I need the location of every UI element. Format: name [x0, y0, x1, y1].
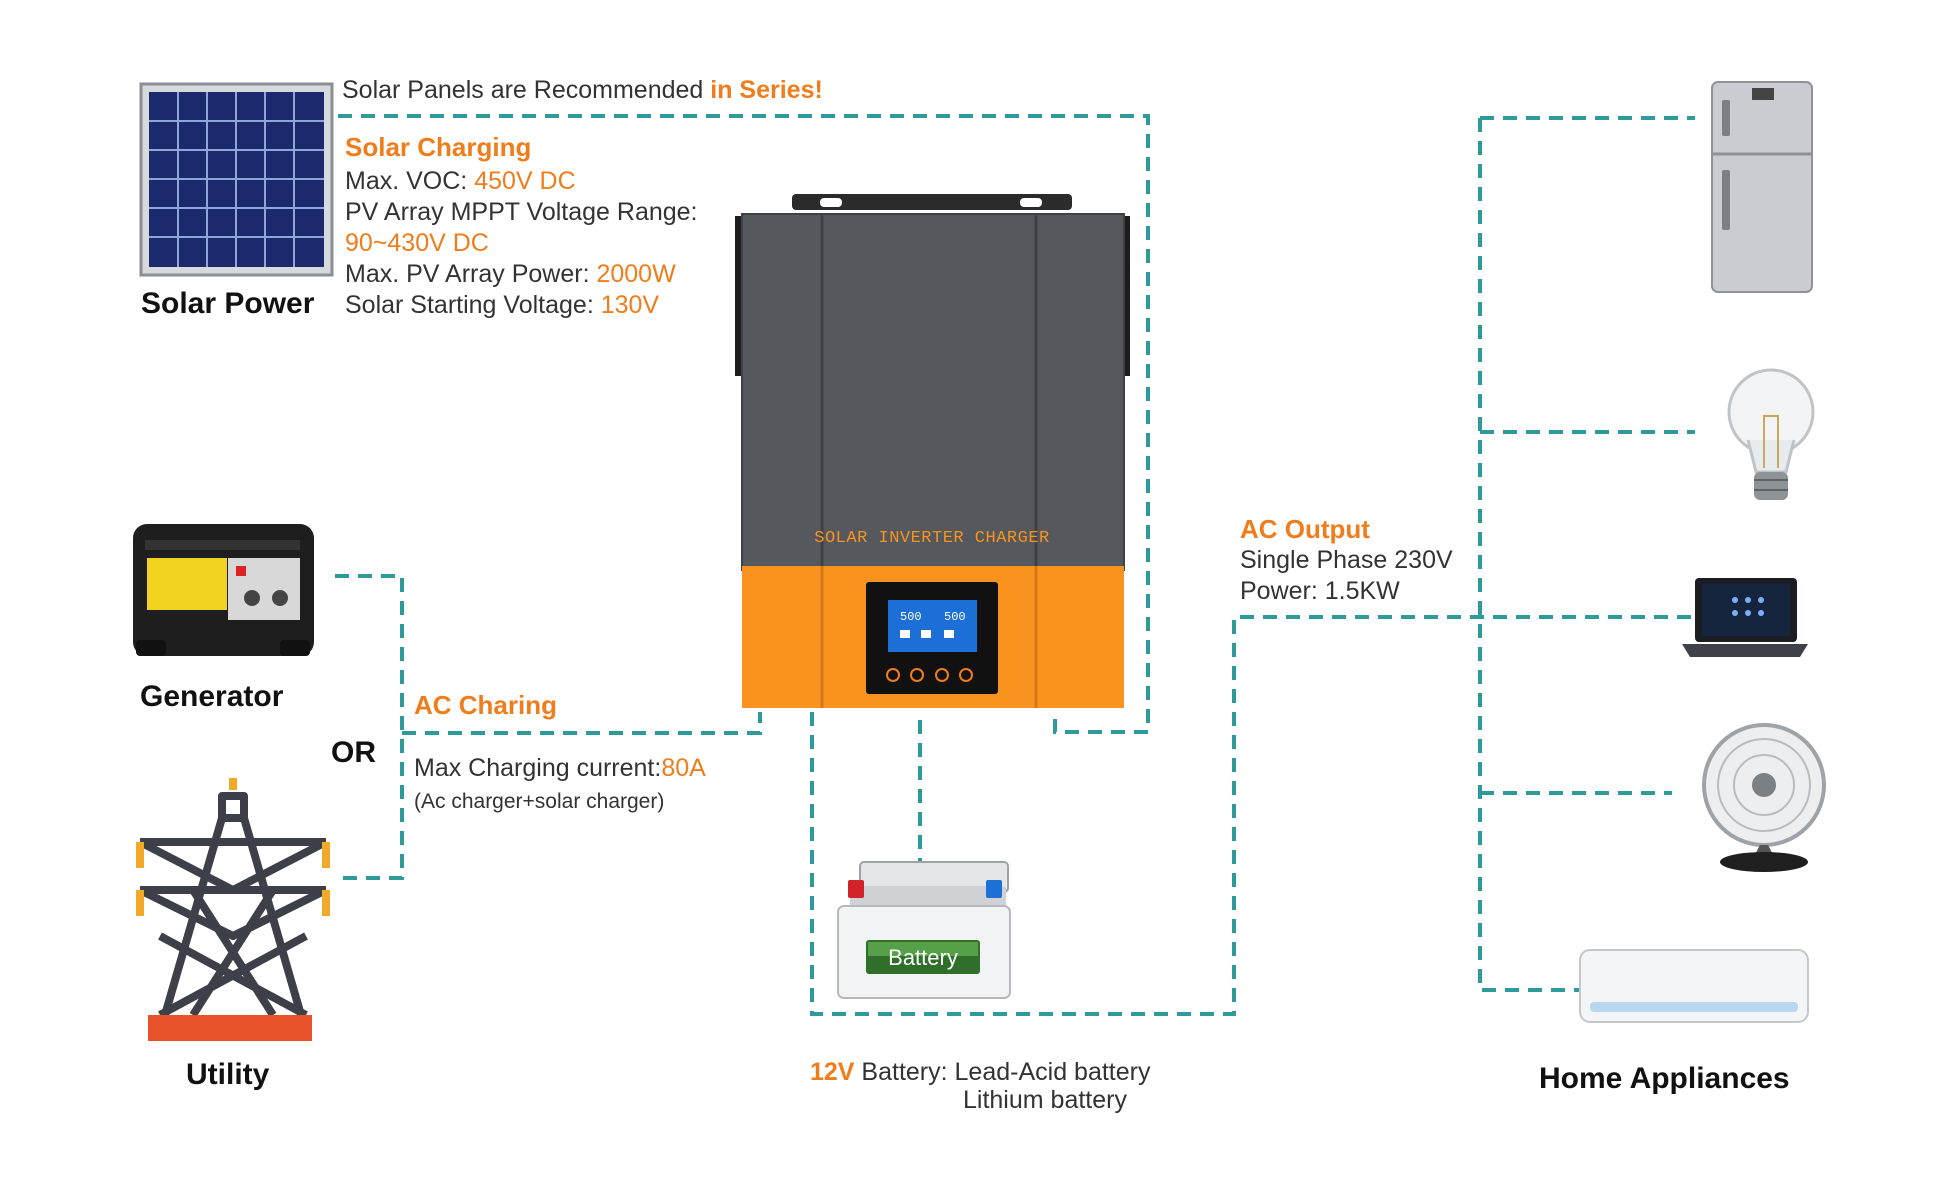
- solar-start-line: Solar Starting Voltage: 130V: [345, 291, 660, 319]
- fridge-icon: [1711, 81, 1813, 293]
- battery-icon: Battery: [837, 861, 1011, 999]
- inverter-button-4[interactable]: [959, 668, 973, 682]
- inverter-button-2[interactable]: [910, 668, 924, 682]
- inverter-button-1[interactable]: [886, 668, 900, 682]
- solar-panel-icon: [139, 82, 334, 277]
- battery-spec-line: 12V Battery: Lead-Acid battery: [810, 1058, 1151, 1086]
- ac-output-phase: Single Phase 230V: [1240, 546, 1453, 574]
- line-ac-charging: [402, 712, 762, 735]
- generator-icon: [133, 524, 314, 656]
- solar-mppt-label: PV Array MPPT Voltage Range:: [345, 198, 698, 226]
- utility-caption: Utility: [186, 1058, 270, 1091]
- series-recommendation: Solar Panels are Recommended in Series!: [342, 76, 823, 104]
- laptop-icon: [1682, 578, 1808, 657]
- ac-output-power: Power: 1.5KW: [1240, 577, 1400, 605]
- lcd-left-readout: 500: [900, 610, 922, 624]
- home-appliances-caption: Home Appliances: [1539, 1062, 1790, 1095]
- lcd-right-readout: 500: [944, 610, 966, 624]
- solar-mppt-value: 90~430V DC: [345, 229, 489, 257]
- bulb-icon: [1727, 368, 1815, 500]
- or-label: OR: [331, 736, 376, 769]
- line-appliance-bus: [1478, 116, 1695, 992]
- battery-label: Battery: [888, 945, 958, 970]
- inverter-unit: SOLAR INVERTER CHARGER 500 500: [735, 194, 1130, 708]
- battery-type-lithium: Lithium battery: [963, 1086, 1127, 1114]
- ac-charging-current-line: Max Charging current:80A: [414, 754, 706, 782]
- line-solar-to-inverter: [338, 114, 1150, 734]
- ac-output-heading: AC Output: [1240, 514, 1370, 544]
- solar-charging-heading: Solar Charging: [345, 132, 532, 162]
- solar-voc-line: Max. VOC: 450V DC: [345, 167, 576, 195]
- solar-power-caption: Solar Power: [141, 287, 315, 320]
- utility-tower-icon: [136, 778, 330, 1041]
- line-battery-loop: [810, 615, 1692, 1016]
- air-conditioner-icon: [1579, 949, 1809, 1023]
- line-generator: [335, 574, 404, 880]
- generator-caption: Generator: [140, 680, 284, 713]
- ac-charging-heading: AC Charing: [414, 690, 557, 720]
- solar-pv-power-line: Max. PV Array Power: 2000W: [345, 260, 676, 288]
- fan-icon: [1702, 723, 1826, 872]
- ac-charging-note: (Ac charger+solar charger): [414, 790, 665, 813]
- connection-lines: [335, 114, 1695, 1016]
- inverter-label: SOLAR INVERTER CHARGER: [814, 529, 1049, 548]
- inverter-button-3[interactable]: [935, 668, 949, 682]
